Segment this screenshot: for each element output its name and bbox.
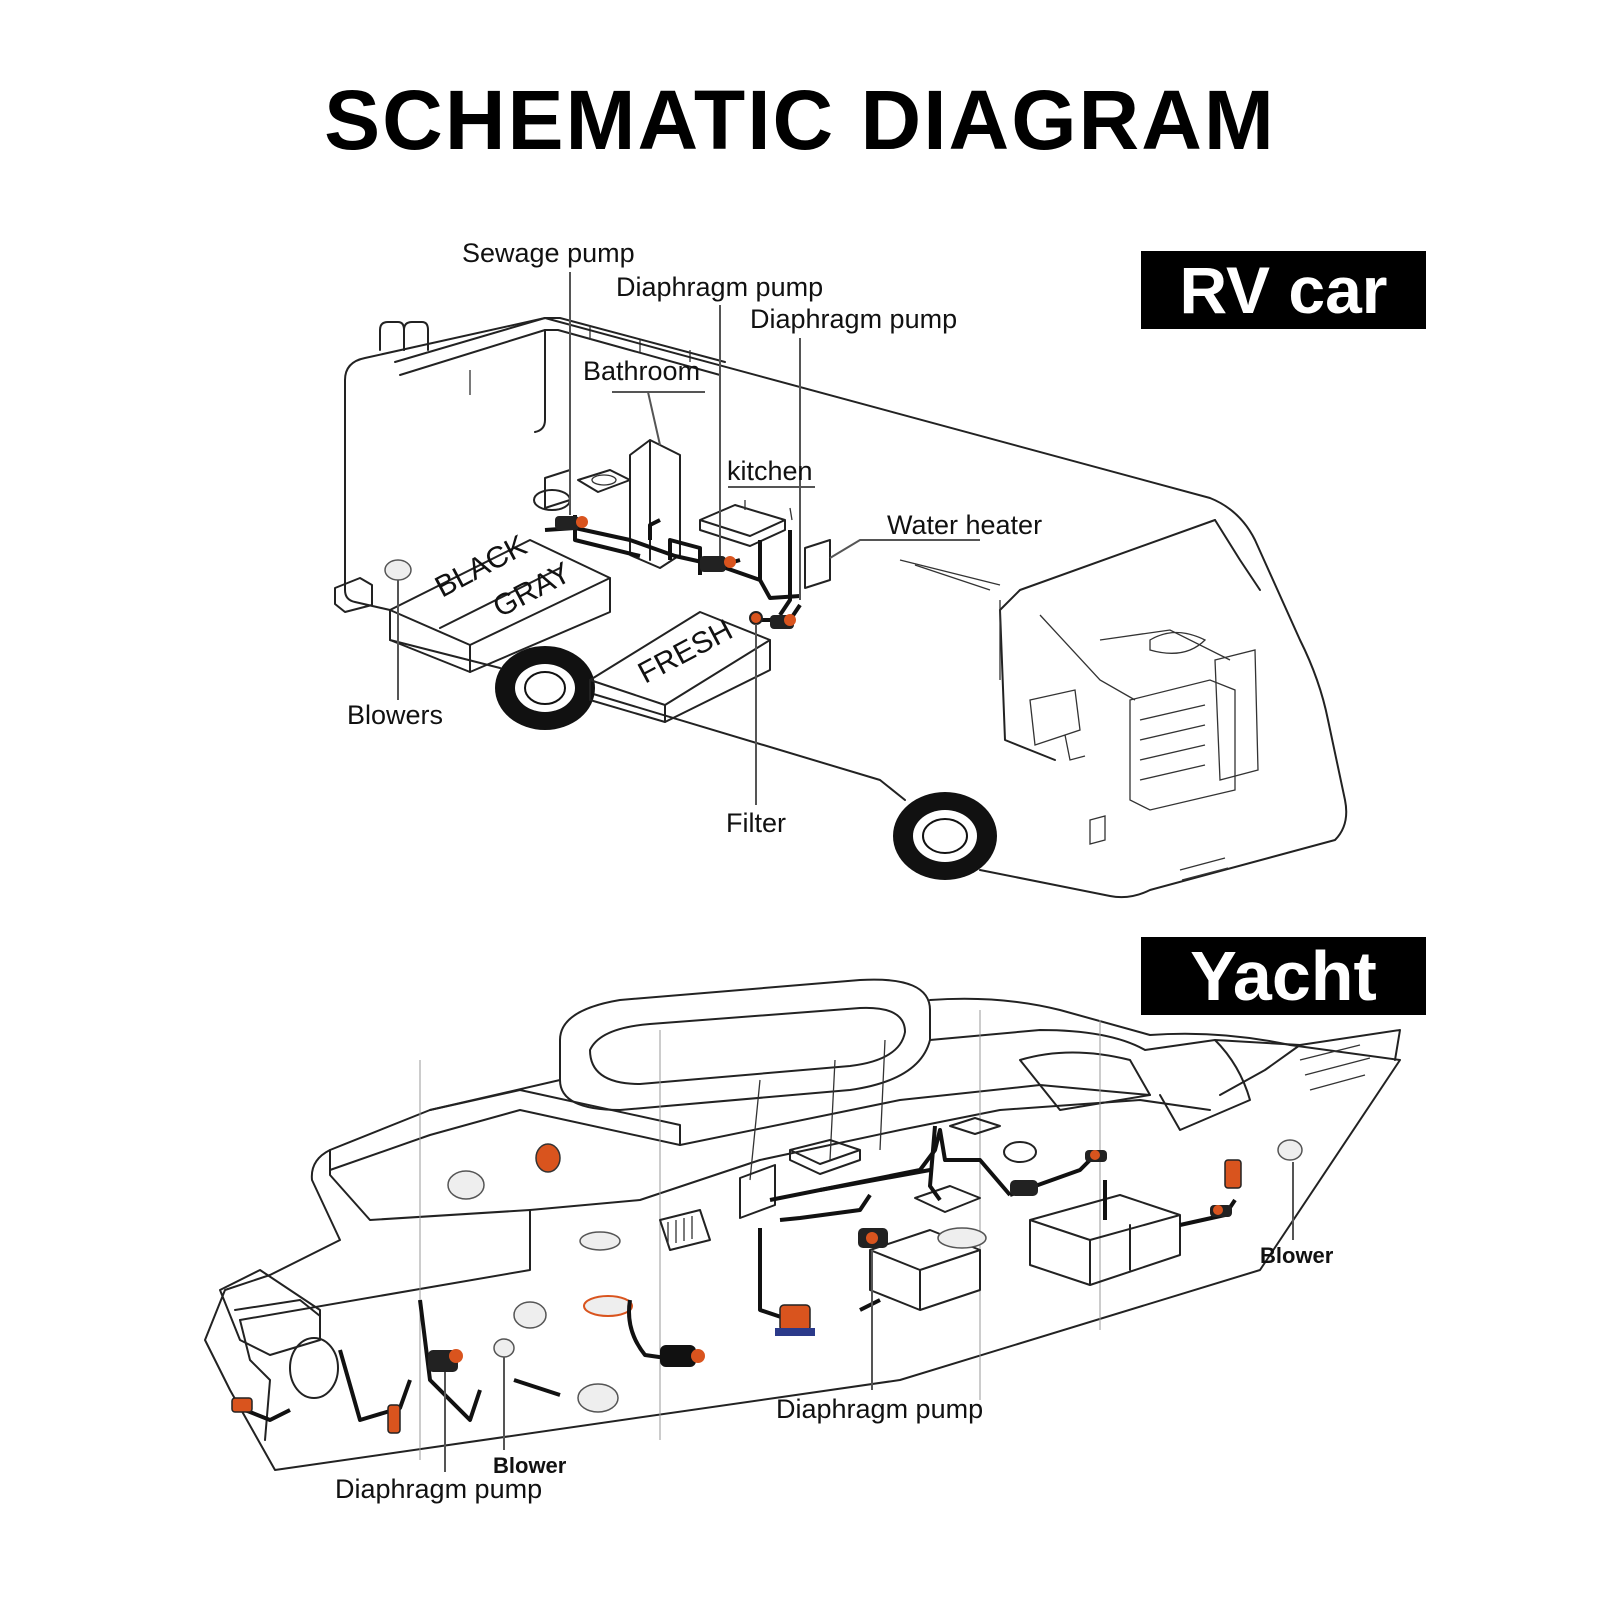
rv-label-bathroom: Bathroom xyxy=(583,356,701,386)
rv-label-blowers: Blowers xyxy=(347,700,444,730)
yacht-label-diaphragm-pump-left: Diaphragm pump xyxy=(335,1474,543,1504)
yacht-label-blower-left: Blower xyxy=(493,1453,567,1478)
rv-label-sewage-pump: Sewage pump xyxy=(462,238,635,268)
yacht-pump-small-icons xyxy=(231,1150,1242,1434)
rv-filter-icon xyxy=(749,611,763,625)
rv-label-diaphragm-pump-2: Diaphragm pump xyxy=(750,304,958,334)
rv-label-kitchen: kitchen xyxy=(727,456,813,486)
rv-label-water-heater: Water heater xyxy=(887,510,1043,540)
yacht-diaphragm-pump-left-icon xyxy=(428,1349,463,1372)
rv-drawing: BLACK GRAY FRESH xyxy=(334,272,1348,899)
yacht-label-blower-right: Blower xyxy=(1260,1243,1334,1268)
rv-diaphragm-pump-icon-2 xyxy=(770,614,796,629)
yacht-label-diaphragm-pump-center: Diaphragm pump xyxy=(776,1394,984,1424)
yacht-diaphragm-pump-center-icon xyxy=(858,1228,888,1248)
yacht-badge: Yacht xyxy=(1141,937,1426,1015)
yacht-drawing xyxy=(204,978,1401,1472)
rv-car-badge: RV car xyxy=(1141,251,1426,329)
tank-label-fresh: FRESH xyxy=(633,613,738,690)
rv-sewage-pump-icon xyxy=(555,516,588,530)
rv-diaphragm-pump-icon-1 xyxy=(700,556,736,572)
rv-label-diaphragm-pump-1: Diaphragm pump xyxy=(616,272,824,302)
page-title: SCHEMATIC DIAGRAM xyxy=(324,73,1276,167)
rv-label-filter: Filter xyxy=(726,808,786,838)
